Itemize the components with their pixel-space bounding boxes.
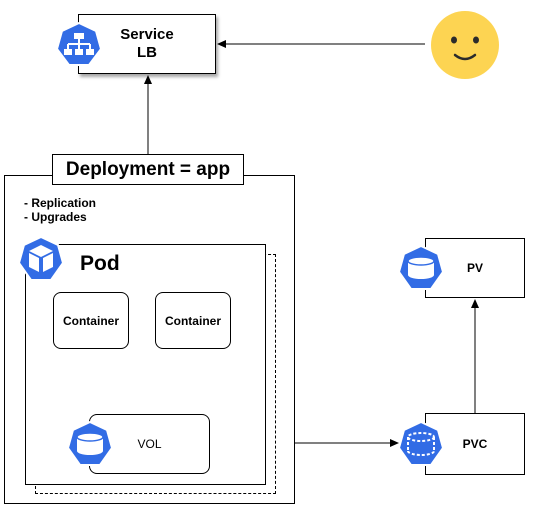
container-box-2: Container (155, 292, 231, 349)
persistent-volume-icon (397, 244, 445, 291)
pod-title: Pod (80, 252, 120, 275)
deployment-feature-replication: - Replication (24, 196, 97, 210)
persistent-volume-claim-icon (397, 420, 445, 467)
volume-disk-icon (66, 420, 114, 467)
smiley-user-icon (430, 10, 500, 80)
container-box-1: Container (53, 292, 129, 349)
service-label-line1: Service (120, 26, 174, 43)
network-service-icon (55, 21, 103, 68)
cube-pod-icon (17, 235, 65, 282)
deployment-feature-upgrades: - Upgrades (24, 210, 87, 224)
service-label-line2: LB (137, 44, 157, 61)
deployment-title: Deployment = app (52, 154, 244, 185)
